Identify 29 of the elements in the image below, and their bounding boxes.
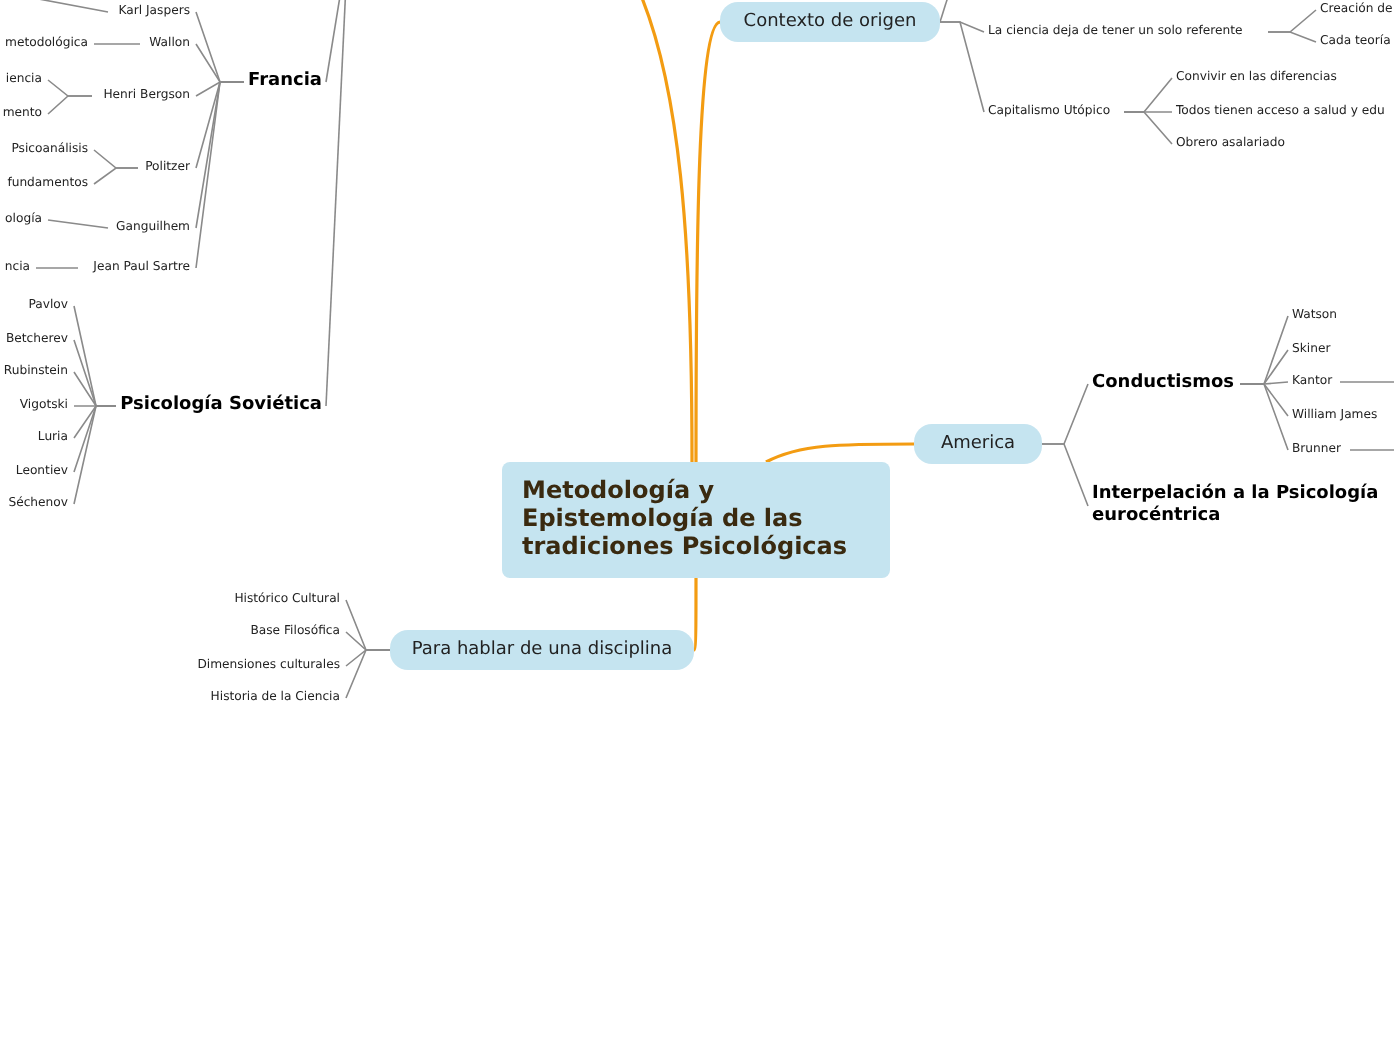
connector-line bbox=[93, 43, 141, 45]
branch-heading: Interpelación a la Psicología eurocéntrica bbox=[1092, 484, 1392, 528]
connector-line bbox=[765, 442, 914, 464]
connector-line bbox=[1239, 383, 1289, 451]
branch-box: Para hablar de una disciplina bbox=[390, 630, 694, 670]
branch-heading: Psicología Soviética bbox=[120, 395, 322, 417]
branch-box: Contexto de origen bbox=[720, 2, 940, 42]
connector-line bbox=[93, 167, 139, 185]
connector-line bbox=[47, 219, 109, 229]
connector-line bbox=[939, 0, 953, 23]
connector-line bbox=[1339, 381, 1394, 383]
branch-heading: Francia bbox=[248, 71, 322, 93]
branch-box: America bbox=[914, 424, 1042, 464]
connector-line bbox=[1041, 443, 1089, 507]
connector-line bbox=[345, 649, 391, 699]
connector-line bbox=[692, 578, 698, 651]
branch-heading: Conductismos bbox=[1092, 373, 1235, 395]
connector-line bbox=[1349, 449, 1394, 451]
connector-line bbox=[1123, 111, 1173, 145]
topic-box: Metodología y Epistemología de las tradiciones Psicológicas bbox=[502, 462, 890, 578]
connector-line bbox=[325, 0, 347, 407]
connector-line bbox=[73, 405, 117, 505]
connector-line bbox=[47, 95, 93, 115]
connector-line bbox=[939, 21, 985, 113]
connector-line bbox=[195, 81, 245, 269]
connector-line bbox=[325, 0, 343, 83]
connector-line bbox=[35, 267, 79, 269]
connector-line bbox=[694, 20, 722, 462]
connector-line bbox=[1267, 31, 1317, 43]
